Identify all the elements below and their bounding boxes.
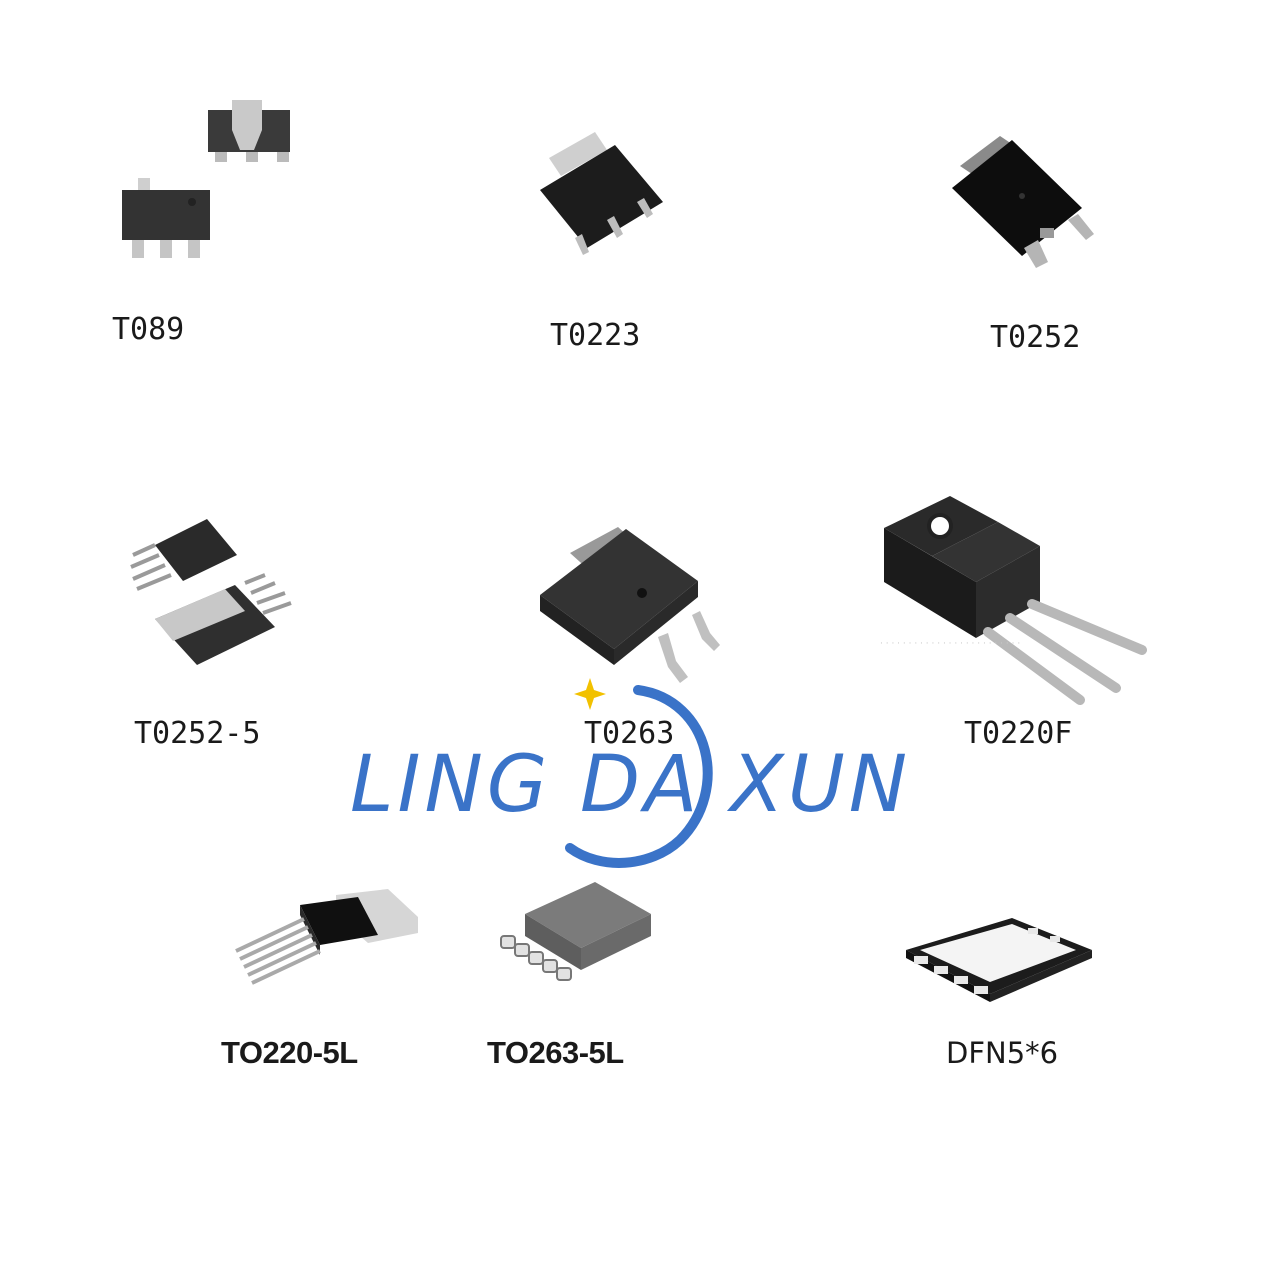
dpak-chip-icon bbox=[952, 136, 1094, 268]
to263-5l-chip-icon bbox=[500, 882, 651, 981]
package-label: T089 bbox=[112, 312, 185, 347]
to220f-chip-icon: · · · · · · · · · · · · · · · · · · · · … bbox=[880, 496, 1147, 705]
d2pak-chip-icon bbox=[540, 527, 720, 683]
brand-watermark: LING DA XUN bbox=[350, 740, 912, 830]
package-label: T0223 bbox=[550, 318, 641, 353]
svg-text:· · · · · · · · · · · · · · ·: · · · · · · · · · · · · · · · · · · · · … bbox=[880, 639, 1020, 649]
dfn-chip-icon bbox=[906, 918, 1092, 1002]
to220-5l-chip-icon bbox=[235, 889, 418, 985]
package-label: T0263 bbox=[584, 716, 675, 751]
sot223-chip-icon bbox=[540, 132, 663, 255]
package-label: TO220-5L bbox=[221, 1035, 358, 1070]
sot89-chip-icon bbox=[122, 100, 290, 258]
dpak5-chip-icon bbox=[130, 519, 292, 665]
package-label: TO263-5L bbox=[487, 1035, 624, 1070]
package-label: T0252 bbox=[990, 320, 1081, 355]
package-label: T0220F bbox=[964, 716, 1073, 751]
package-label: DFN5*6 bbox=[946, 1036, 1059, 1070]
package-label: T0252-5 bbox=[134, 716, 261, 751]
logo-arc-icon bbox=[565, 678, 713, 868]
